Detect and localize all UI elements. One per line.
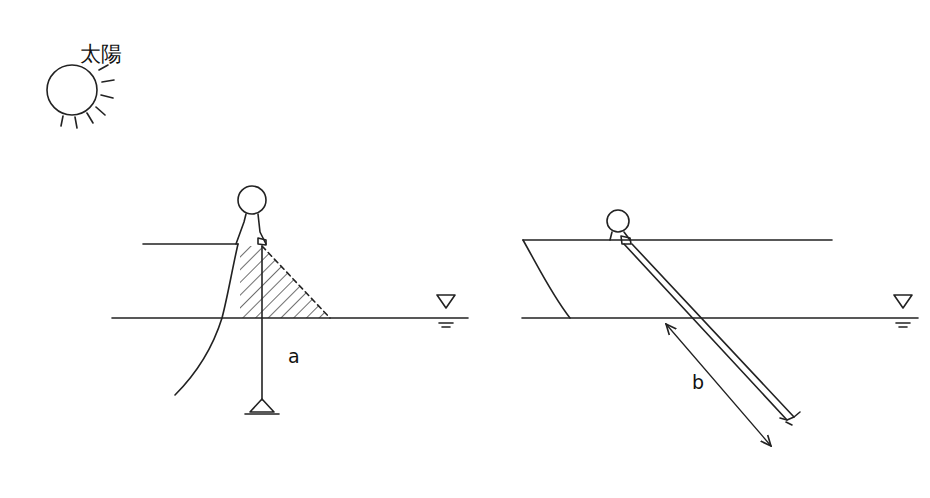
illustration <box>47 65 918 446</box>
sun-symbol <box>47 65 97 115</box>
right-scene <box>607 210 629 232</box>
left-scene <box>143 243 238 245</box>
right-scene <box>780 412 800 425</box>
left-scene <box>238 186 266 214</box>
right-scene <box>666 324 771 446</box>
dimension-label: a <box>288 347 300 366</box>
sun-symbol <box>96 107 105 115</box>
water-level-symbol <box>899 326 907 328</box>
right-scene <box>624 244 794 420</box>
left-scene <box>258 238 266 245</box>
sun-symbol <box>61 116 63 126</box>
sun-symbol <box>75 117 77 128</box>
left-scene <box>245 413 279 415</box>
left-scene <box>250 399 274 412</box>
sun-symbol <box>101 95 113 98</box>
water-level-symbol <box>439 322 453 324</box>
left-scene <box>261 246 263 400</box>
left-scene <box>240 246 330 318</box>
right-scene <box>522 210 918 446</box>
water-level-symbol <box>894 295 912 308</box>
sun-symbol <box>102 80 114 82</box>
left-scene <box>262 246 330 318</box>
water-level-symbol <box>437 295 455 327</box>
water-level-symbol <box>442 326 450 328</box>
right-scene <box>610 232 630 240</box>
dimension-label: b <box>692 373 704 392</box>
left-scene <box>236 214 266 244</box>
sun-label: 太陽 <box>80 44 122 65</box>
right-scene <box>522 317 918 319</box>
sun-symbol <box>47 65 114 128</box>
water-level-symbol <box>896 322 910 324</box>
sun-symbol <box>87 113 93 123</box>
water-level-symbol <box>894 295 912 327</box>
left-scene <box>112 186 468 414</box>
right-scene <box>523 239 832 241</box>
right-scene <box>621 236 631 244</box>
sun-symbol <box>99 65 108 70</box>
left-scene <box>175 244 238 395</box>
water-level-symbol <box>437 295 455 308</box>
right-scene <box>523 240 570 318</box>
